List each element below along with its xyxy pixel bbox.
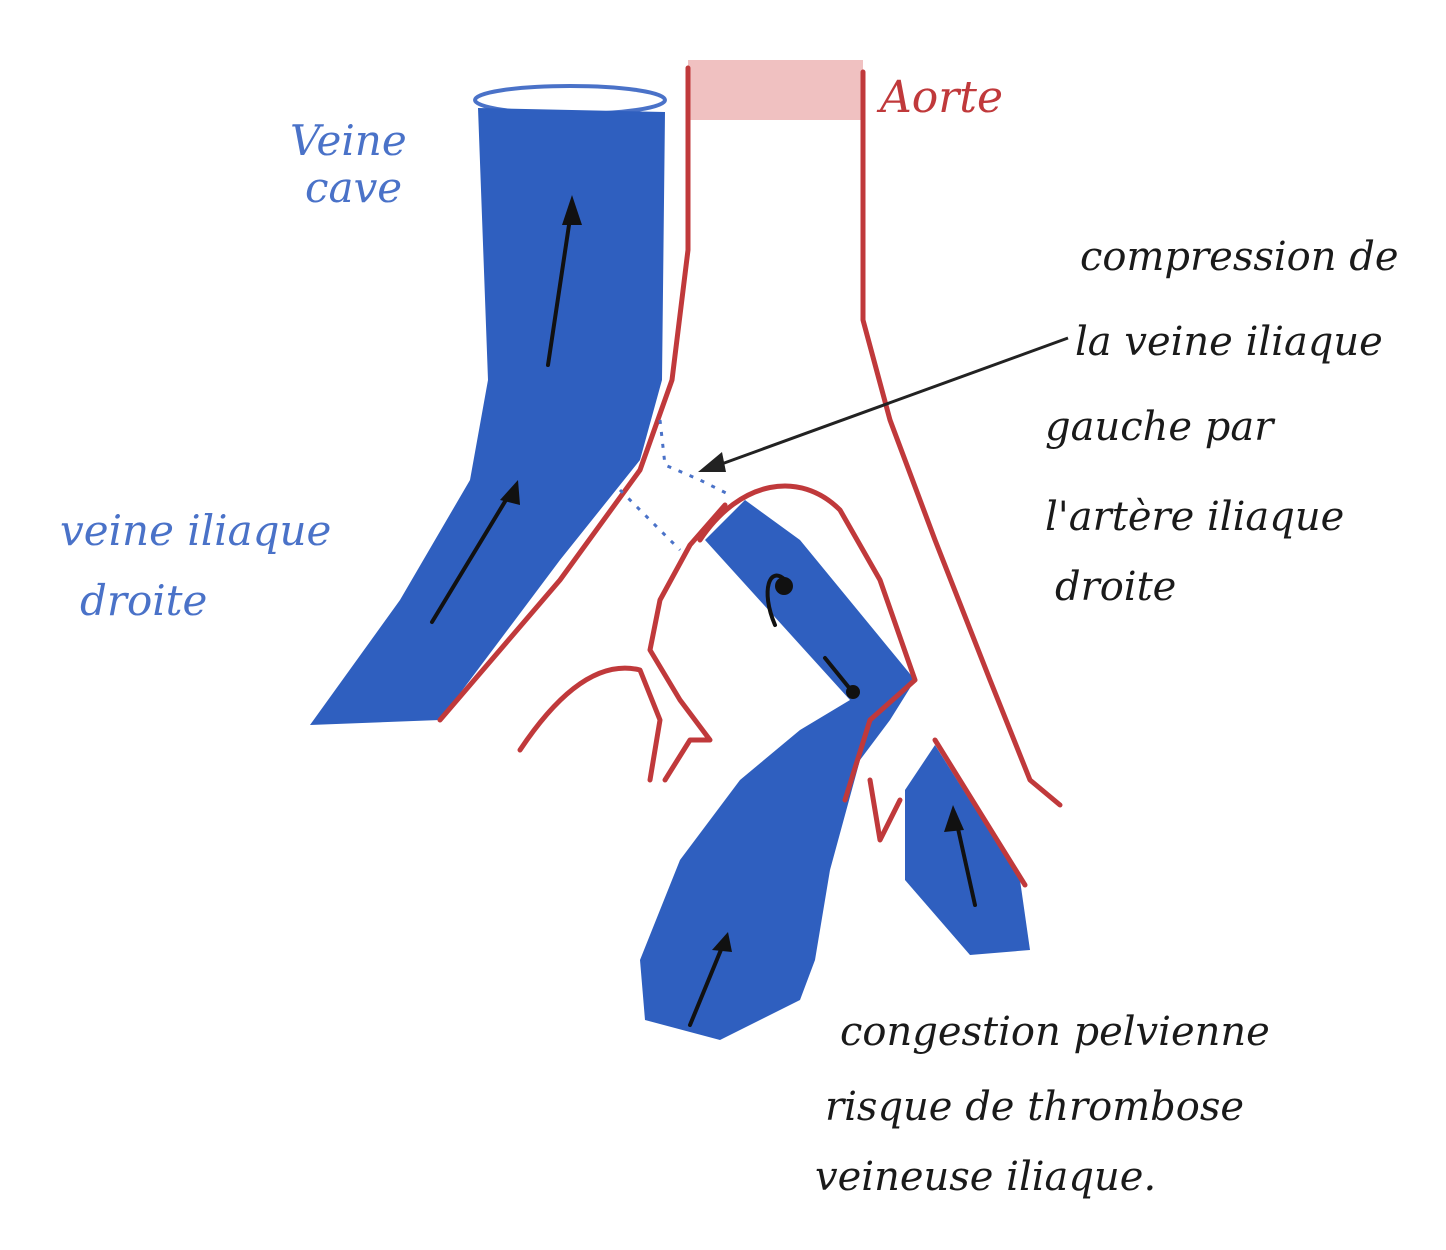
flow-arrow-swirl-icon [765,573,787,627]
aorta-opening [688,60,863,120]
label-compression-line5: droite [1055,564,1176,610]
label-compression-line1: compression de [1080,234,1399,280]
flow-arrow-up-icon [546,203,574,367]
label-congestion-line1: congestion pelvienne [840,1009,1270,1055]
arrowhead-icon [775,577,793,595]
arrowhead-icon [712,932,732,952]
internal-iliac-vein [905,745,1030,955]
arrowhead-icon [944,805,964,832]
label-vena-cava-line2: cave [305,163,402,212]
label-compression-line2: la veine iliaque [1075,319,1383,365]
vena-cava [310,84,667,725]
arrowhead-icon [500,480,520,505]
flow-arrows [430,195,977,1027]
aorta [437,60,1063,888]
right-iliac-artery [697,483,918,803]
aorta-left-wall [437,65,691,723]
artery-branch [517,665,663,783]
flow-arrow-lower-icon [688,938,727,1027]
vena-cava-body [310,108,665,725]
label-aorta: Aorte [876,72,1003,123]
label-congestion-line3: veineuse iliaque. [815,1154,1156,1200]
label-right-iliac-vein-line2: droite [80,576,207,625]
label-vena-cava-line1: Veine [290,116,407,165]
compressed-vein-outline-lower [618,488,682,552]
pointer-arrowhead-icon [698,452,726,472]
left-iliac-vein [640,500,915,1040]
arrowhead-icon [562,195,582,225]
flow-arrow-diagonal-icon [430,488,514,624]
arrowhead-icon [846,685,860,699]
aorta-right-wall [860,69,1063,808]
label-compression-line4: l'artère iliaque [1045,494,1344,540]
artery-branch-right [932,737,1028,888]
annotation-pointer-icon [704,336,1069,472]
right-iliac-artery-inner [647,502,728,783]
label-congestion-line2: risque de thrombose [825,1084,1244,1130]
label-right-iliac-vein-line1: veine iliaque [60,506,331,555]
label-compression-line3: gauche par [1045,404,1276,450]
artery-branch-small [867,777,903,843]
